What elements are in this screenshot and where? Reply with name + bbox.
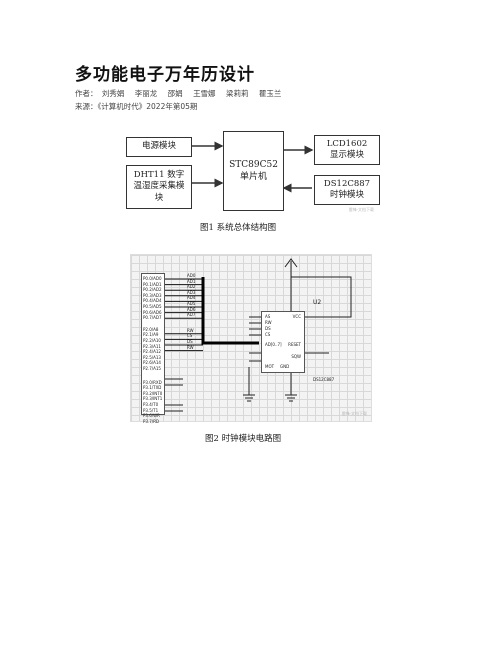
author: 刘秀娟 <box>101 89 125 98</box>
author: 梁莉莉 <box>225 89 249 98</box>
net-label: DS <box>187 339 193 344</box>
mcu-pin-label: P3.1/TXD <box>143 385 162 391</box>
control-wires <box>249 316 261 362</box>
pin-vcc: VCC <box>292 314 301 319</box>
net-label: RW <box>187 327 194 333</box>
net-label: AD7 <box>187 312 196 318</box>
vcc-wire <box>284 258 298 311</box>
mcu-pin-label: P3.3/INT1 <box>143 396 163 402</box>
mcu-pin-label: P0.5/AD5 <box>143 304 162 309</box>
mcu-pin-label: P0.7/AD7 <box>143 315 162 321</box>
mcu-pin-label: P0.6/AD6 <box>143 309 162 315</box>
net-label: AD2 <box>187 284 196 290</box>
source-line: 来源：《计算机时代》2022年第05期 <box>75 101 197 112</box>
mcu-pin-label: P2.3/A11 <box>143 343 161 349</box>
mcu-pin-label: P0.0/AD0 <box>143 276 162 281</box>
circuit-wires <box>165 258 352 412</box>
mcu-pin-label: P2.6/A14 <box>143 360 161 366</box>
net-label: AD3 <box>187 289 196 295</box>
net-label: AD1 <box>187 278 196 284</box>
net-label: CS <box>187 333 193 339</box>
watermark: 雷锋·文档下载 <box>341 411 367 416</box>
pin-reset: RESET <box>288 342 301 347</box>
author: 王雪娜 <box>193 89 216 98</box>
author: 瞿玉兰 <box>258 89 282 98</box>
mcu-pin-label: P2.0/A8 <box>143 326 159 332</box>
watermark: 雷锋·文档下载 <box>348 207 374 212</box>
authors-label: 作者： <box>75 89 98 98</box>
chip-part-name: DS12C887 <box>313 377 335 382</box>
mcu-pin-label: P2.1/A9 <box>143 332 159 338</box>
reset-loop <box>291 276 352 318</box>
net-label: RW <box>187 344 194 350</box>
mcu-pin-label: P2.4/A12 <box>143 349 161 355</box>
mcu-pin-label: P3.4/T0 <box>143 402 159 407</box>
diagram-arrows <box>192 141 314 193</box>
block-clock: DS12C887时钟模块 <box>314 175 380 205</box>
pin-cs: CS <box>265 332 271 337</box>
port3-wires <box>165 378 183 412</box>
author: 邵娟 <box>167 89 183 98</box>
pin-ds: DS <box>265 326 271 331</box>
figure-1-caption: 图1 系统总体结构图 <box>200 223 277 233</box>
mcu-pin-label: P0.4/AD4 <box>143 298 162 304</box>
mcu-pin-label: P3.2/INT0 <box>143 390 163 396</box>
mcu-pin-label: P3.6/WR <box>143 413 160 419</box>
block-mcu: STC89C52单片机 <box>223 131 284 211</box>
mcu-pin-label: P2.5/A13 <box>143 354 161 360</box>
ds12c887-chip: VCC RESET SQW AS RW DS CS AD[0..7] MOT G… <box>261 311 305 373</box>
pin-mot: MOT <box>265 364 275 369</box>
mcu-pin-label: P3.0/RXD <box>143 379 162 385</box>
mcu-pin-label: P2.7/A15 <box>143 366 161 371</box>
pin-ad-bus: AD[0..7] <box>265 342 282 347</box>
mcu-pin-label: P2.2/A10 <box>143 338 161 343</box>
authors-line: 作者： 刘秀娟 李丽龙 邵娟 王雪娜 梁莉莉 瞿玉兰 <box>75 88 289 99</box>
source-label: 来源： <box>75 102 98 111</box>
pin-sqw: SQW <box>291 354 301 359</box>
net-label: AD6 <box>187 306 196 312</box>
ground-symbol <box>285 373 297 402</box>
block-dht11: DHT11 数字温湿度采集模块 <box>126 165 192 209</box>
mcu-pin-label: P0.3/AD3 <box>143 292 162 298</box>
net-label: AD5 <box>187 301 196 306</box>
net-label: AD0 <box>187 273 196 278</box>
net-label: AD4 <box>187 295 196 301</box>
figure-1-block-diagram: 电源模块 DHT11 数字温湿度采集模块 STC89C52单片机 LCD1602… <box>126 125 380 217</box>
mcu-pin-label: P3.5/T1 <box>143 407 159 413</box>
source-journal: 《计算机时代》2022年第05期 <box>97 102 198 111</box>
mcu-chip <box>141 273 165 415</box>
block-lcd: LCD1602显示模块 <box>314 135 380 165</box>
mcu-pin-label: P0.2/AD2 <box>143 287 162 293</box>
author: 李丽龙 <box>134 89 158 98</box>
pin-as: AS <box>265 314 271 319</box>
pin-gnd: GND <box>280 364 290 369</box>
paper-title: 多功能电子万年历设计 <box>75 65 255 85</box>
pin-rw: RW <box>265 320 272 325</box>
mcu-pin-label: P3.7/RD <box>143 418 159 424</box>
figure-2-caption: 图2 时钟模块电路图 <box>205 434 282 444</box>
data-bus <box>201 277 259 345</box>
chip-ref-label: U2 <box>313 299 322 306</box>
mcu-pin-label: P0.1/AD1 <box>143 281 162 287</box>
block-power: 电源模块 <box>126 137 192 157</box>
ground-symbol <box>243 367 255 402</box>
